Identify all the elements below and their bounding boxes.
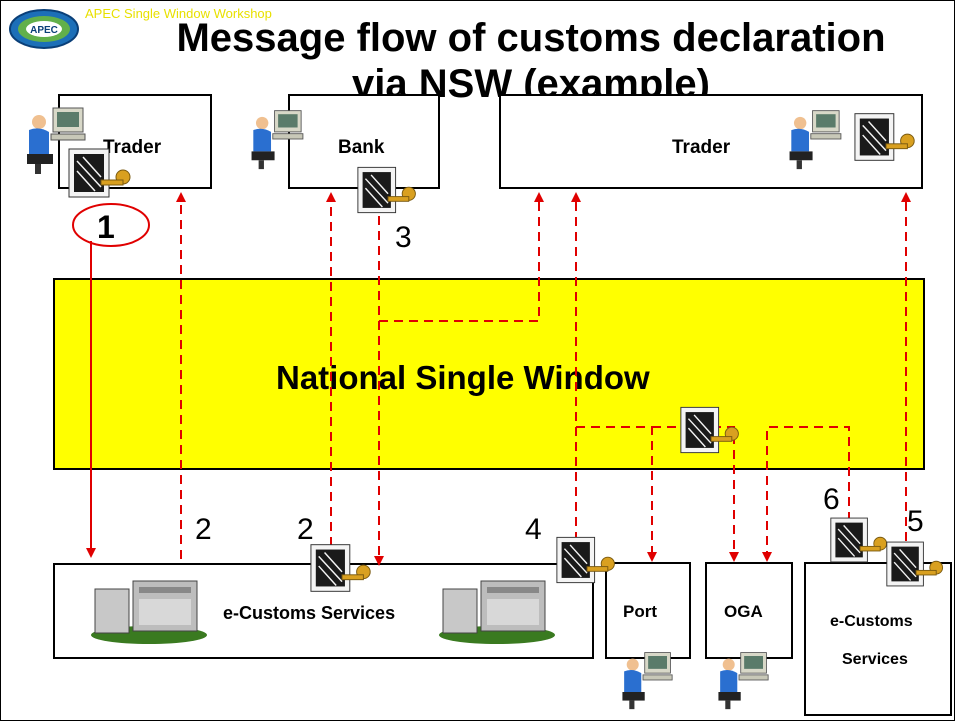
- step-2b-number: 2: [297, 513, 314, 546]
- signed-document-key-icon: [854, 113, 915, 161]
- bank-label: Bank: [338, 137, 385, 158]
- step-5-number: 5: [907, 505, 924, 538]
- ecustoms-right-box: [804, 562, 952, 716]
- oga-label: OGA: [724, 602, 763, 621]
- step-6-number: 6: [823, 483, 840, 516]
- person-at-computer-icon: [789, 110, 842, 170]
- person-at-computer-icon: [251, 110, 304, 170]
- signed-document-key-icon: [310, 544, 371, 592]
- step-2a-number: 2: [195, 513, 212, 546]
- flow-4-branch-oga: [652, 426, 739, 562]
- step-3-number: 3: [395, 221, 412, 254]
- signed-document-key-icon: [830, 517, 888, 563]
- workshop-label: APEC Single Window Workshop: [85, 6, 272, 21]
- flow-3-branch: [379, 192, 544, 322]
- signed-document-key-icon: [68, 148, 131, 198]
- signed-document-key-icon: [556, 536, 615, 584]
- step-1-circle: [72, 203, 150, 247]
- nsw-box: [53, 278, 925, 470]
- title-line-1: Message flow of customs declaration: [176, 16, 886, 60]
- person-at-computer-icon: [27, 107, 86, 174]
- ecustoms-right-label-1: e-Customs: [830, 613, 913, 630]
- signed-document-key-icon: [357, 166, 416, 214]
- trader-right-label: Trader: [672, 137, 731, 158]
- trader-box-right: [499, 94, 923, 189]
- flow-6-line: [762, 426, 850, 562]
- page-title: Message flow of customs declaration via …: [101, 15, 957, 107]
- ecustoms-right-label-2: Services: [842, 651, 908, 668]
- step-4-number: 4: [525, 513, 542, 546]
- trader-box-left: [58, 94, 212, 189]
- apec-logo-icon: APEC: [9, 9, 79, 49]
- trader-left-label: Trader: [103, 137, 162, 158]
- server-computer-icon: [439, 580, 555, 644]
- server-computer-icon: [91, 580, 207, 644]
- signed-document-key-icon: [886, 541, 944, 587]
- signed-document-key-icon: [680, 406, 739, 454]
- nsw-label: National Single Window: [276, 359, 650, 396]
- port-label: Port: [623, 602, 657, 621]
- ecustoms-main-label: e-Customs Services: [223, 603, 396, 623]
- person-at-computer-icon: [622, 652, 673, 710]
- apec-logo-text: APEC: [30, 25, 58, 36]
- step-1-number: 1: [97, 209, 115, 245]
- person-at-computer-icon: [718, 652, 769, 710]
